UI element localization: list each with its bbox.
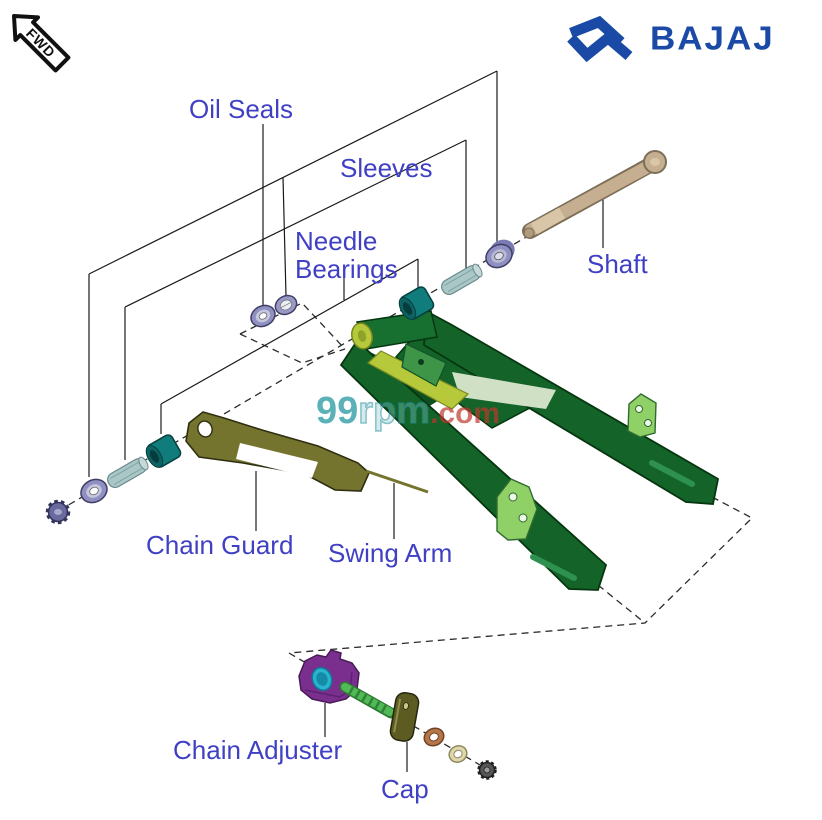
cap-part bbox=[389, 691, 420, 742]
chain-guard-eye-hole bbox=[197, 420, 213, 438]
label-chain-adjuster: Chain Adjuster bbox=[173, 735, 343, 765]
chain-guard-tail bbox=[365, 469, 429, 494]
cap-hole bbox=[402, 702, 409, 710]
bearing-left-bore bbox=[149, 450, 160, 463]
sleeve-right-rib-2 bbox=[447, 274, 478, 292]
seal-offset-link-top bbox=[239, 302, 346, 350]
axle-nut bbox=[477, 760, 497, 780]
pivot-nut-left-teeth bbox=[45, 499, 71, 525]
chain-guard-cutout bbox=[236, 443, 318, 478]
sleeve-right-rib-1 bbox=[444, 268, 475, 286]
fwd-arrow-icon bbox=[12, 14, 71, 73]
upper-bracket-hole-1 bbox=[635, 405, 643, 413]
swing-arm-pale-panel bbox=[452, 372, 556, 409]
dashed-axis-lines bbox=[47, 228, 754, 773]
leader-oil-seals-spine bbox=[88, 70, 498, 275]
bajaj-emblem-lower-zigzag bbox=[567, 31, 633, 63]
label-needle-bearings-line2: Bearings bbox=[295, 254, 398, 284]
oil-seal-left-bore bbox=[89, 486, 99, 496]
mount-wedge-hole bbox=[418, 359, 424, 365]
pivot-nut-left-face bbox=[54, 509, 62, 515]
lower-bracket-hole-2 bbox=[518, 513, 528, 523]
sleeve-left-rib-2 bbox=[113, 467, 144, 485]
swing-arm-mount-wedge bbox=[401, 343, 447, 387]
axle-nut-teeth bbox=[477, 760, 497, 780]
swing-arm-part bbox=[339, 309, 720, 591]
upper-arm-bracket bbox=[627, 393, 657, 438]
label-swing-arm: Swing Arm bbox=[328, 538, 453, 568]
washer-cream-bore bbox=[453, 749, 463, 759]
chain-guard-part bbox=[185, 411, 429, 494]
oil-seal-left bbox=[80, 478, 108, 504]
washer-cream bbox=[448, 745, 468, 763]
label-shaft: Shaft bbox=[587, 249, 648, 279]
watermark-rpm: rpm bbox=[358, 389, 431, 433]
needle-bearing-right bbox=[398, 286, 435, 320]
chain-guard-body bbox=[185, 411, 370, 492]
lower-arm-link bbox=[597, 584, 646, 624]
oil-seal-right bbox=[485, 239, 515, 269]
leader-oil-seal-mid-right-drop bbox=[282, 176, 287, 297]
sleeve-left-end bbox=[138, 456, 149, 471]
seal-right-bore bbox=[494, 251, 504, 261]
label-needle-bearings: Needle Bearings bbox=[295, 227, 398, 283]
sleeve-left bbox=[107, 456, 149, 489]
left-axis-parts bbox=[45, 434, 182, 525]
leader-sleeves-spine bbox=[124, 139, 467, 308]
axle-nut-face bbox=[483, 766, 491, 774]
cap-body bbox=[389, 691, 420, 742]
roller-inner bbox=[316, 672, 328, 686]
lower-arm-slot bbox=[530, 554, 577, 581]
label-sleeves: Sleeves bbox=[340, 153, 433, 183]
lower-bracket-hole-1 bbox=[508, 492, 518, 502]
oil-seal-mid-left bbox=[250, 304, 276, 328]
adjuster-bolt bbox=[341, 683, 394, 716]
bajaj-logo-icon bbox=[567, 15, 633, 63]
shaft-head-face bbox=[650, 158, 660, 166]
swing-arm-upper-arm bbox=[423, 309, 720, 505]
lower-arm-bracket bbox=[496, 478, 538, 541]
sleeve-right bbox=[441, 263, 483, 296]
fwd-arrow-badge: FWD bbox=[12, 14, 71, 73]
washer-copper bbox=[423, 727, 445, 747]
right-axis-parts bbox=[398, 239, 515, 320]
seal-mid-right-groove bbox=[280, 301, 292, 309]
washer-copper-bore bbox=[429, 732, 439, 742]
seal-mid-left-bore bbox=[258, 312, 268, 320]
shaft-tip bbox=[523, 227, 535, 239]
label-oil-seals: Oil Seals bbox=[189, 94, 294, 124]
swing-arm-cross-beam bbox=[366, 350, 470, 410]
leader-lines bbox=[88, 70, 604, 772]
swing-arm-lower-arm bbox=[339, 339, 608, 591]
oil-seal-pair bbox=[250, 294, 298, 328]
cap-highlight bbox=[393, 698, 402, 733]
leader-bearings-spine bbox=[160, 258, 419, 405]
label-chain-guard: Chain Guard bbox=[146, 530, 294, 560]
adjuster-region-link bbox=[288, 496, 754, 654]
bajaj-wordmark: BAJAJ bbox=[650, 20, 775, 58]
chain-adjuster-ridge bbox=[304, 671, 353, 698]
label-needle-bearings-line1: Needle bbox=[295, 226, 378, 256]
oil-seal-mid-right bbox=[274, 294, 298, 316]
needle-bearing-left bbox=[145, 434, 182, 468]
shaft-light-band bbox=[530, 207, 566, 235]
bajaj-emblem-upper-chevron bbox=[569, 15, 625, 46]
chain-adjuster-assembly bbox=[298, 649, 497, 780]
watermark: 99rpm.com bbox=[316, 389, 501, 433]
upper-arm-slot bbox=[649, 460, 695, 487]
seal-offset-link-bottom bbox=[239, 333, 346, 364]
label-cap: Cap bbox=[381, 774, 429, 804]
sleeve-left-rib-1 bbox=[110, 461, 141, 479]
sleeve-right-end bbox=[472, 263, 483, 278]
bearing-right-bore bbox=[402, 302, 413, 315]
chain-adjuster-roller bbox=[311, 666, 333, 692]
upper-bracket-hole-2 bbox=[644, 419, 652, 427]
shaft-part bbox=[522, 150, 667, 239]
pivot-tube-bore bbox=[357, 330, 367, 342]
watermark-99: 99 bbox=[316, 390, 359, 432]
watermark-com: .com bbox=[430, 397, 501, 430]
